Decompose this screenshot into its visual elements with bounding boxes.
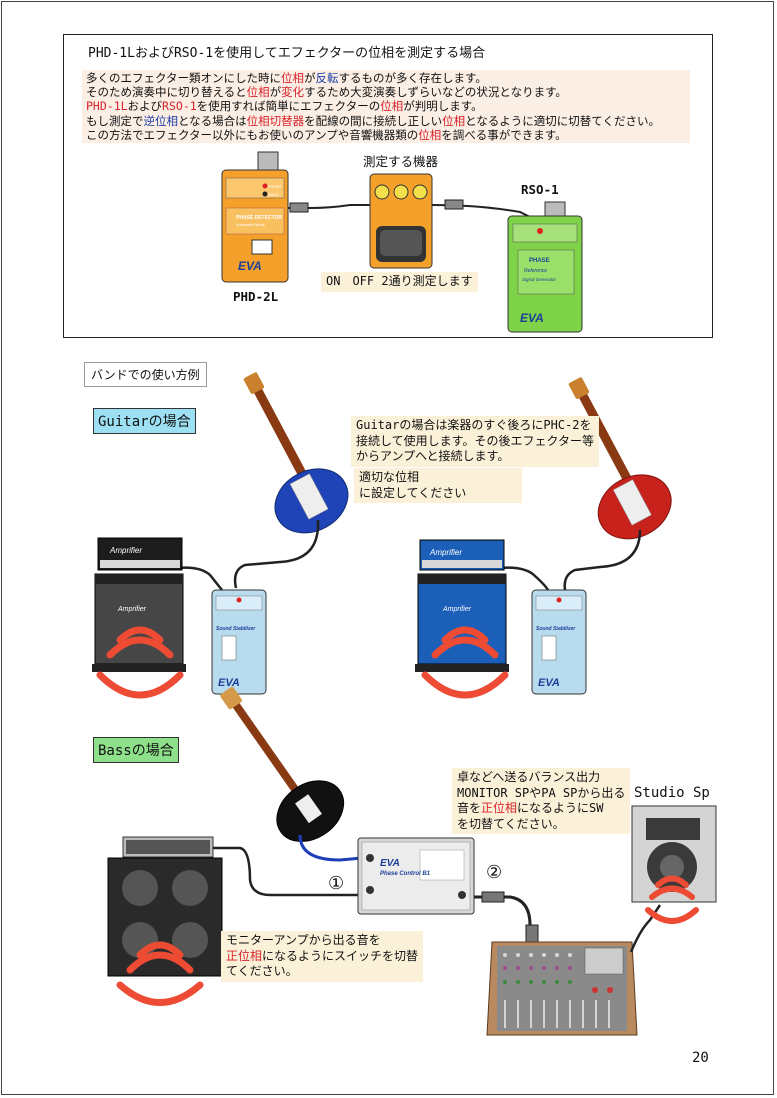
monitor-note: モニターアンプから出る音を 正位相になるようにスイッチを切替 てください。 xyxy=(221,931,424,982)
stabilizer-2-name: Sound Stabilizer xyxy=(536,626,576,632)
phase-control-device xyxy=(357,837,475,915)
phd-sub: Automatic Mode xyxy=(236,222,266,227)
bass-guitar xyxy=(220,686,345,842)
measured-device-label: 測定する機器 xyxy=(363,154,439,169)
top-diagram-box xyxy=(63,34,713,338)
phd-detector-device xyxy=(221,151,289,283)
stabilizer-1-name: Sound Stabilizer xyxy=(216,626,256,632)
guitar-note: Guitarの場合は楽器のすぐ後ろにPHC-2を 接続して使用します。その後エフ… xyxy=(351,416,599,467)
bass-note-line-3: 音を正位相になるようにSW xyxy=(457,801,604,815)
mixing-console xyxy=(486,941,638,1036)
guitar-note-line-2: 接続して使用します。その後エフェクター等 xyxy=(356,433,594,448)
guitar-note2-line-1: 適切な位相 xyxy=(359,470,420,484)
cable-amp2-to-stabilizer xyxy=(499,566,550,591)
guitar-tag: Guitarの場合 xyxy=(93,408,196,434)
guitar-note-line-1: Guitarの場合は楽器のすぐ後ろにPHC-2を xyxy=(356,418,592,432)
page-number: 20 xyxy=(692,1050,709,1066)
bass-note-line-2: MONITOR SPやPA SPから出る xyxy=(457,785,626,800)
phd-back: BACK xyxy=(268,192,279,197)
cable-phd-to-pedal xyxy=(285,204,370,209)
studio-sp-label: Studio Sp xyxy=(634,785,710,801)
bass-note-line-4: を切替てください。 xyxy=(457,816,565,831)
mixer-knobs xyxy=(503,953,613,993)
bass-note: 卓などへ送るバランス出力 MONITOR SPやPA SPから出る 音を正位相に… xyxy=(452,768,631,834)
on-off-note: ON OFF 2通り測定します xyxy=(321,272,478,292)
top-title: PHD-1LおよびRSO-1を使用してエフェクターの位相を測定する場合 xyxy=(88,46,486,61)
notice-line-1: 多くのエフェクター類オンにした時に位相が反転するものが多く存在します。 xyxy=(86,71,487,85)
bass-amp-head xyxy=(122,836,214,858)
monitor-note-line-1: モニターアンプから出る音を xyxy=(226,933,381,947)
xlr-plug xyxy=(481,891,505,903)
rso-brand: EVA xyxy=(520,311,544,325)
guitar-note-2: 適切な位相 に設定してください xyxy=(354,468,522,503)
sound-wave-studio xyxy=(645,875,699,924)
bass-note-line-1: 卓などへ送るバランス出力 xyxy=(457,770,601,784)
sound-stabilizer-1 xyxy=(211,589,267,695)
amp-cabinet-1-label: Amprifier xyxy=(117,606,147,613)
notice-line-4: もし測定で逆位相となる場合は位相切替器を配線の間に接続し正しい位相となるように適… xyxy=(86,113,660,128)
notice-line-2: そのため演奏中に切り替えると位相が変化するため大変演奏しずらいなどの状況となりま… xyxy=(86,85,567,100)
stabilizer-1-brand: EVA xyxy=(218,677,240,689)
amp-head-1 xyxy=(97,537,183,571)
plug-1 xyxy=(289,202,309,213)
notice-line-5: この方法でエフェクター以外にもお使いのアンプや音響機器類の位相を調べる事ができま… xyxy=(86,127,567,142)
mixer-faders xyxy=(504,1000,610,1028)
phase-notice: 多くのエフェクター類オンにした時に位相が反転するものが多く存在します。 そのため… xyxy=(82,70,690,144)
notice-line-3: PHD-1LおよびRSO-1を使用すれば簡単にエフェクターの位相が判明します。 xyxy=(86,99,483,114)
rso-name: PHASE xyxy=(529,258,550,264)
rso-sub1: Reference xyxy=(524,268,547,274)
rso-device xyxy=(507,201,583,333)
cable-bass-to-control xyxy=(298,834,363,862)
cable-pedal-to-rso xyxy=(431,204,533,219)
amp-head-1-label: Amprifier xyxy=(109,546,142,555)
sound-wave-bass xyxy=(116,941,204,1006)
phd-front: FRONT xyxy=(268,184,282,189)
plug-2 xyxy=(444,199,464,210)
monitor-note-line-3: てください。 xyxy=(226,964,298,978)
phase-control-name: Phase Control B1 xyxy=(380,871,431,877)
phd-label: PHD-2L xyxy=(233,289,279,304)
cable-amp1-to-stabilizer xyxy=(177,566,223,591)
guitar-note2-line-2: に設定してください xyxy=(359,485,467,500)
cable-guitar1-to-stabilizer xyxy=(233,519,320,589)
cable-guitar2-to-stabilizer xyxy=(563,529,642,591)
stabilizer-2-brand: EVA xyxy=(538,677,560,689)
phd-name: PHASE DETECTOR xyxy=(236,215,282,221)
sound-wave-1 xyxy=(96,626,184,699)
blue-guitar xyxy=(243,372,349,534)
sound-stabilizer-2 xyxy=(531,589,587,695)
phase-control-brand: EVA xyxy=(380,858,400,869)
cable-control-to-mixer xyxy=(474,895,534,946)
rso-sub2: Signal Generator xyxy=(522,277,557,282)
amp-head-2-label: Amprifier xyxy=(429,548,462,557)
effect-pedal-device xyxy=(369,173,433,269)
cable-mixer-to-speaker xyxy=(629,904,662,953)
monitor-note-line-2: 正位相になるようにスイッチを切替 xyxy=(226,948,419,963)
guitar-note-line-3: からアンプへと接続します。 xyxy=(356,449,510,463)
cable-control-to-bass-amp xyxy=(213,846,362,897)
red-guitar xyxy=(568,377,672,540)
phd-brand: EVA xyxy=(238,259,262,273)
marker-2: ② xyxy=(486,862,503,883)
amp-head-2 xyxy=(419,539,505,571)
marker-1: ① xyxy=(328,873,345,894)
sound-wave-2 xyxy=(421,626,509,699)
rso-label: RSO-1 xyxy=(521,182,559,197)
bass-tag: Bassの場合 xyxy=(93,737,179,763)
usage-title: バンドでの使い方例 xyxy=(84,362,207,387)
amp-cabinet-2-label: Amprifier xyxy=(442,606,472,613)
